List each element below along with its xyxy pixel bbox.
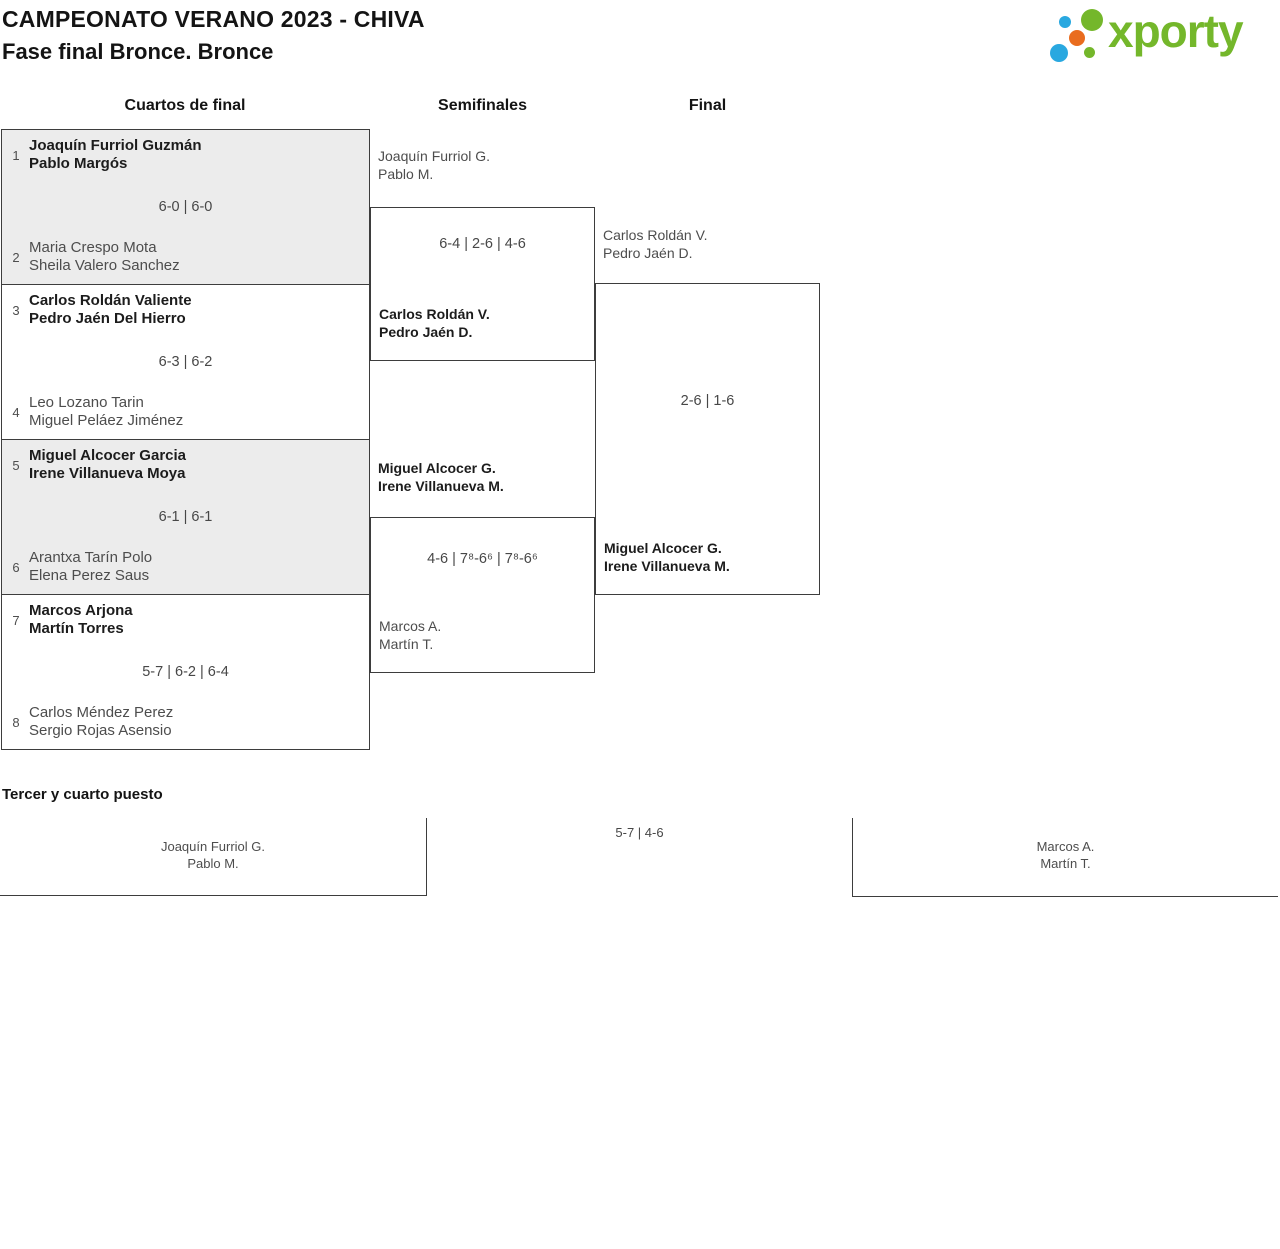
final-top-team: Carlos Roldán V. Pedro Jaén D. [603,227,708,261]
logo-dot-blue-small-icon [1059,16,1071,28]
seed-number: 6 [12,559,20,575]
logo-dot-green-large-icon [1081,9,1103,31]
qf-match-4[interactable]: 7 Marcos Arjona Martín Torres 5-7 | 6-2 … [1,594,370,750]
xporty-logo[interactable]: xporty [1048,0,1276,74]
third-place-score: 5-7 | 4-6 [615,825,664,840]
seed-number: 2 [12,249,20,265]
third-place-right-team: Marcos A. Martín T. [1036,839,1095,871]
team-row: 6 Arantxa Tarín Polo Elena Perez Saus [10,549,152,585]
column-header-semifinals: Semifinales [438,97,527,114]
sf-match-2[interactable]: 4-6 | 7⁸-6⁶ | 7⁸-6⁶ Marcos A. Martín T. [370,517,595,673]
logo-dot-blue-large-icon [1050,44,1068,62]
match-score: 6-3 | 6-2 [158,354,213,370]
page-subtitle: Fase final Bronce. Bronce [2,39,274,64]
logo-dot-orange-icon [1069,30,1085,46]
team-row: 4 Leo Lozano Tarin Miguel Peláez Jiménez [10,394,183,430]
team-names: Carlos Roldán Valiente Pedro Jaén Del Hi… [29,292,192,327]
team-names: Joaquín Furriol Guzmán Pablo Margós [29,137,202,172]
seed-number: 1 [12,147,20,163]
team-names: Marcos Arjona Martín Torres [29,602,133,637]
team-row: 3 Carlos Roldán Valiente Pedro Jaén Del … [10,292,192,328]
match-score: 2-6 | 1-6 [680,393,735,409]
column-header-quarterfinals: Cuartos de final [124,97,246,114]
sf2-top-team: Miguel Alcocer G. Irene Villanueva M. [378,460,504,494]
final-bottom-team: Miguel Alcocer G. Irene Villanueva M. [604,540,730,574]
team-row: 8 Carlos Méndez Perez Sergio Rojas Asens… [10,704,173,740]
logo-dot-green-small-icon [1084,47,1095,58]
logo-wordmark: xporty [1108,5,1244,57]
sf-match-1[interactable]: 6-4 | 2-6 | 4-6 Carlos Roldán V. Pedro J… [370,207,595,361]
third-place-right-bracket[interactable]: Marcos A. Martín T. [852,818,1278,897]
match-score: 6-1 | 6-1 [158,509,213,525]
seed-number: 5 [12,457,20,473]
seed-number: 8 [12,714,20,730]
team-row: 1 Joaquín Furriol Guzmán Pablo Margós [10,137,202,173]
column-header-final: Final [688,97,727,114]
team-names: Carlos Méndez Perez Sergio Rojas Asensio [29,704,174,739]
page-title: CAMPEONATO VERANO 2023 - CHIVA [2,6,425,32]
qf-match-3[interactable]: 5 Miguel Alcocer Garcia Irene Villanueva… [1,439,370,595]
third-place-title: Tercer y cuarto puesto [2,786,163,803]
match-score: 5-7 | 6-2 | 6-4 [142,664,229,680]
final-match[interactable]: 2-6 | 1-6 Miguel Alcocer G. Irene Villan… [595,283,820,595]
team-names: Arantxa Tarín Polo Elena Perez Saus [29,549,153,584]
team-row: 7 Marcos Arjona Martín Torres [10,602,133,638]
sf1-bottom-team: Carlos Roldán V. Pedro Jaén D. [379,306,490,340]
seed-number: 3 [12,302,20,318]
match-score: 4-6 | 7⁸-6⁶ | 7⁸-6⁶ [427,551,538,567]
team-row: 2 Maria Crespo Mota Sheila Valero Sanche… [10,239,180,275]
team-names: Miguel Alcocer Garcia Irene Villanueva M… [29,447,187,482]
qf-match-1[interactable]: 1 Joaquín Furriol Guzmán Pablo Margós 6-… [1,129,370,285]
sf1-top-team: Joaquín Furriol G. Pablo M. [378,148,491,182]
match-score: 6-4 | 2-6 | 4-6 [439,236,526,252]
team-names: Maria Crespo Mota Sheila Valero Sanchez [29,239,180,274]
seed-number: 7 [12,612,20,628]
third-place-left-bracket[interactable]: Joaquín Furriol G. Pablo M. [0,818,427,896]
sf2-bottom-team: Marcos A. Martín T. [379,618,442,652]
match-score: 6-0 | 6-0 [158,199,213,215]
team-row: 5 Miguel Alcocer Garcia Irene Villanueva… [10,447,186,483]
team-names: Leo Lozano Tarin Miguel Peláez Jiménez [29,394,184,429]
third-place-left-team: Joaquín Furriol G. Pablo M. [160,839,266,871]
qf-match-2[interactable]: 3 Carlos Roldán Valiente Pedro Jaén Del … [1,284,370,440]
seed-number: 4 [12,404,20,420]
